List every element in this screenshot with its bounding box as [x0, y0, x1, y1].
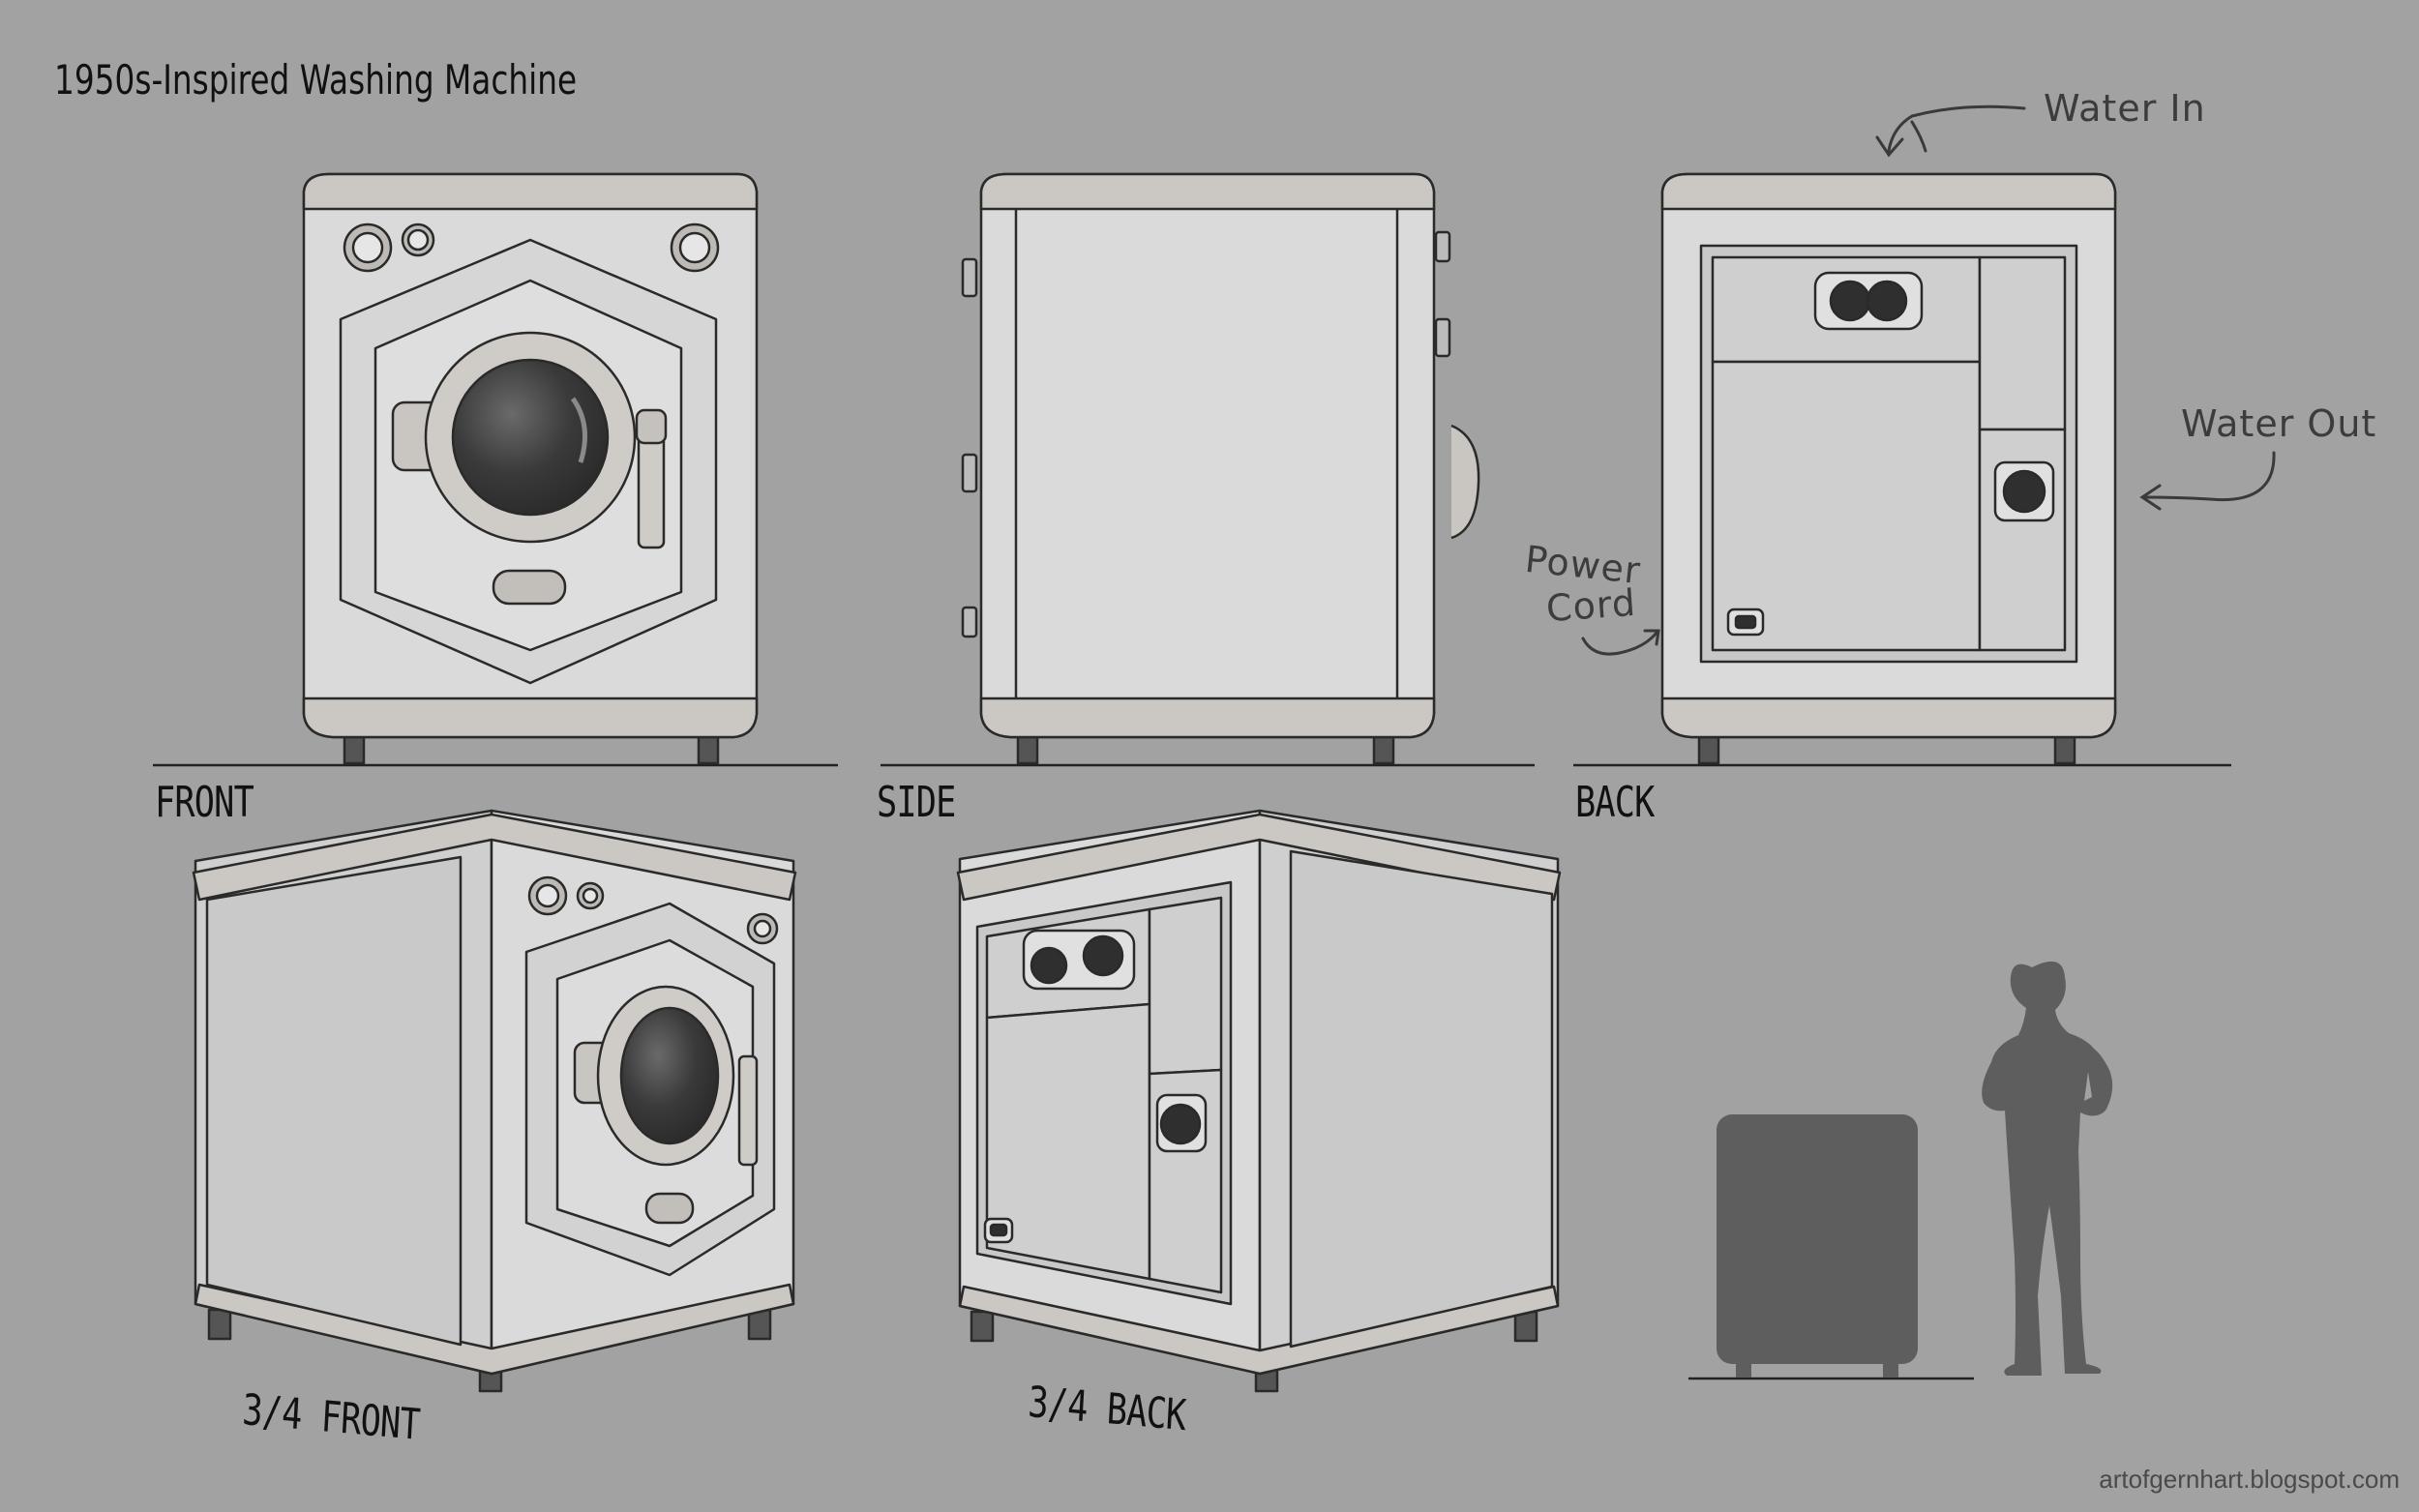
- water-out-arrow-head: [2139, 484, 2162, 511]
- side-dial-edge: [1434, 230, 1451, 263]
- tqb-power-socket-hole: [989, 1223, 1008, 1237]
- back-power-socket-hole: [1734, 614, 1757, 630]
- back-panel-side-top: [1978, 255, 2067, 431]
- front-glass-highlight: [570, 397, 587, 463]
- side-view-machine: [961, 172, 1480, 765]
- power-cord-arrow-head: [1643, 629, 1660, 646]
- side-handle-profile: [1450, 424, 1480, 540]
- front-view-machine: [302, 172, 759, 765]
- credit-url: artofgernhart.blogspot.com: [2099, 1465, 2400, 1494]
- tqb-foot-left: [970, 1310, 995, 1343]
- side-body: [979, 172, 1436, 739]
- scale-reference: [1717, 961, 2113, 1378]
- side-bottom-trim: [979, 697, 1436, 739]
- three-quarter-front-machine: [192, 809, 797, 1393]
- front-detergent-slot: [492, 569, 567, 606]
- annotation-arrows: [1581, 104, 2276, 656]
- scale-machine-foot-right: [1883, 1358, 1898, 1378]
- front-top-trim: [302, 172, 759, 211]
- annotation-water-out: Water Out: [2181, 402, 2377, 445]
- back-top-trim: [1660, 172, 2117, 211]
- scale-machine-silhouette: [1717, 1114, 1918, 1364]
- label-back: BACK: [1575, 778, 1655, 827]
- back-panel-lower: [1711, 360, 1982, 652]
- water-in-arrow-branch: [1910, 120, 1927, 153]
- front-handle-top: [635, 408, 668, 445]
- tqf-dial-right-inner: [753, 919, 772, 938]
- label-side: SIDE: [877, 778, 956, 827]
- back-water-in-port-left: [1829, 280, 1871, 322]
- tqf-bottom-trim: [194, 1283, 795, 1376]
- back-water-out-port: [2002, 469, 2046, 514]
- tqb-side-panel: [1289, 849, 1554, 1349]
- side-hinge-bottom: [961, 453, 978, 493]
- scale-machine-foot-left: [1736, 1358, 1751, 1378]
- three-quarter-back-machine: [956, 809, 1562, 1393]
- tqb-water-in-port-right: [1082, 934, 1124, 977]
- back-view-machine: [1660, 172, 2117, 765]
- front-porthole-glass: [451, 358, 610, 517]
- annotation-power-cord-line2: Cord: [1544, 580, 1638, 631]
- back-water-in-port-right: [1866, 280, 1908, 322]
- water-in-arrow: [1887, 104, 2026, 153]
- front-bottom-trim: [302, 697, 759, 739]
- sheet-title: 1950s-Inspired Washing Machine: [54, 56, 578, 104]
- front-dial-small-inner: [406, 228, 430, 252]
- side-top-trim: [979, 172, 1436, 211]
- back-bottom-trim: [1660, 697, 2117, 739]
- label-front: FRONT: [155, 778, 254, 827]
- side-hinge-top: [961, 257, 978, 298]
- tqf-top-trim: [192, 813, 797, 902]
- front-dial-left-inner: [351, 231, 384, 264]
- annotation-water-in: Water In: [2044, 87, 2206, 130]
- scale-person-silhouette: [1982, 961, 2113, 1376]
- tqf-porthole-glass: [619, 1006, 720, 1145]
- water-in-arrow-head: [1875, 135, 1904, 158]
- tqb-bottom-trim: [958, 1285, 1560, 1376]
- water-out-arrow: [2142, 451, 2276, 502]
- back-panel-upper: [1711, 255, 1982, 364]
- power-cord-arrow: [1581, 631, 1658, 656]
- side-dial-edge-2: [1434, 317, 1451, 358]
- tqf-side-panel: [205, 855, 463, 1347]
- side-hinge-foot: [961, 606, 978, 638]
- tqf-dial-left-inner: [535, 883, 560, 908]
- tqb-top-trim: [956, 813, 1562, 902]
- tqf-dial-small-inner: [582, 887, 599, 904]
- tqf-foot-left: [207, 1308, 232, 1341]
- ground-lines: [153, 763, 2231, 1380]
- tqb-panel-side-top: [1148, 896, 1223, 1076]
- front-dial-right-inner: [678, 231, 711, 264]
- tqf-detergent-slot: [644, 1192, 695, 1225]
- tqf-handle: [737, 1054, 759, 1167]
- tqb-water-out-port: [1159, 1103, 1202, 1145]
- tqb-water-in-port-left: [1030, 946, 1068, 985]
